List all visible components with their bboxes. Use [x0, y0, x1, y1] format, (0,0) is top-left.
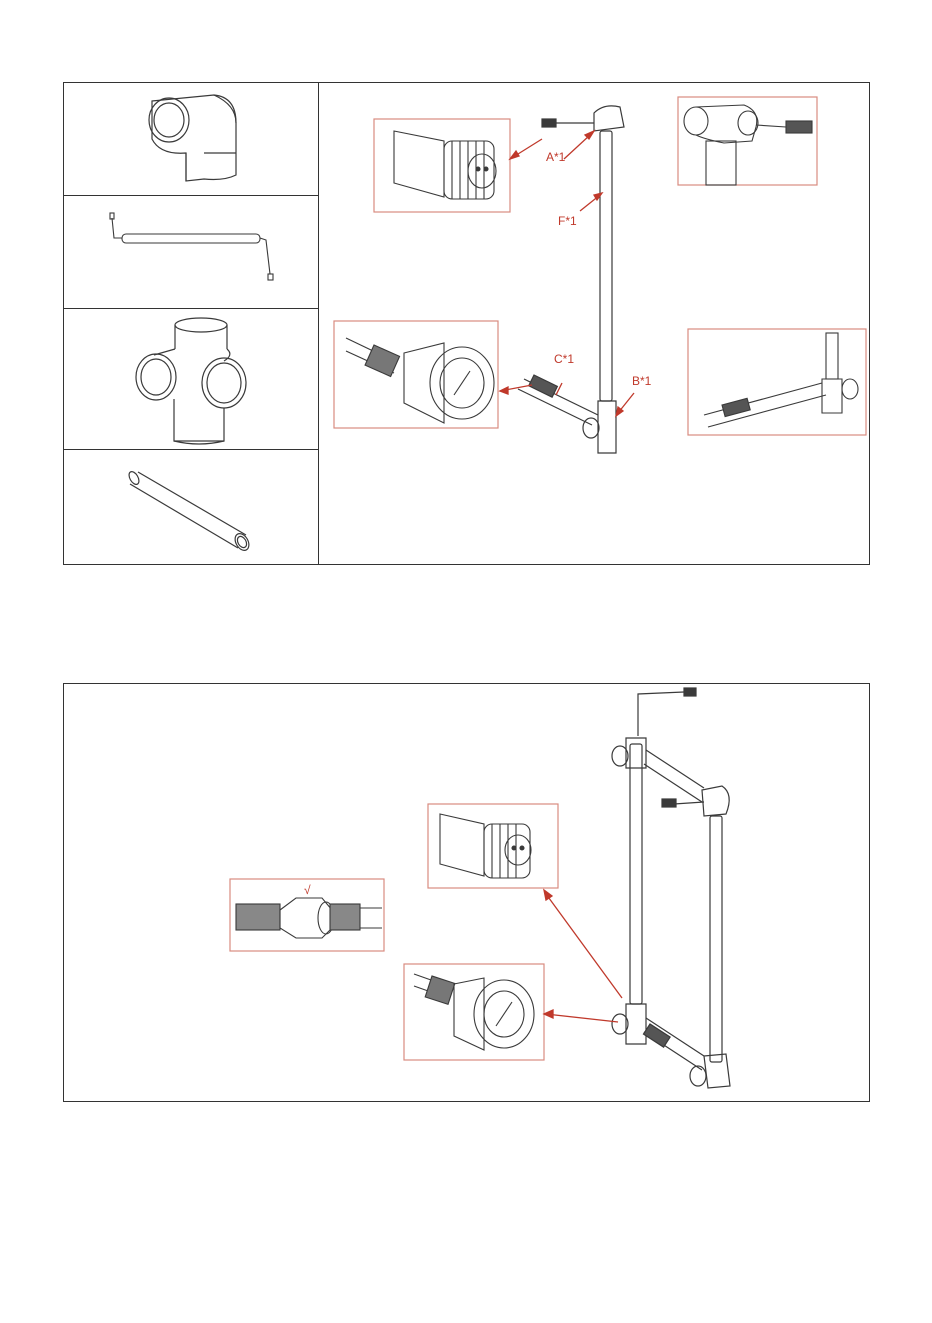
cross-b [598, 401, 616, 453]
step1-assembly-drawing: A*1 F*1 C*1 B*1 [64, 83, 871, 566]
detail-assembled-joint [688, 329, 866, 435]
callout-f: F*1 [558, 214, 577, 228]
detail-checked-coupling: √ [230, 879, 384, 951]
step1-panel: A*1 F*1 C*1 B*1 [63, 82, 870, 565]
elbow-a [594, 106, 624, 131]
detail-coupling [404, 964, 544, 1060]
callout-check: √ [304, 883, 311, 897]
detail-elbow-wire [678, 97, 817, 185]
callout-b: B*1 [632, 374, 652, 388]
callout-a: A*1 [546, 150, 566, 164]
step2-assembly-drawing: √ [64, 684, 871, 1103]
assembled-frame [612, 688, 730, 1088]
step2-panel: √ [63, 683, 870, 1102]
callout-c: C*1 [554, 352, 574, 366]
detail-connector-plug [374, 119, 510, 212]
pipe-f [600, 131, 612, 401]
detail-coupling [334, 321, 498, 428]
detail-connector-plug [428, 804, 558, 888]
